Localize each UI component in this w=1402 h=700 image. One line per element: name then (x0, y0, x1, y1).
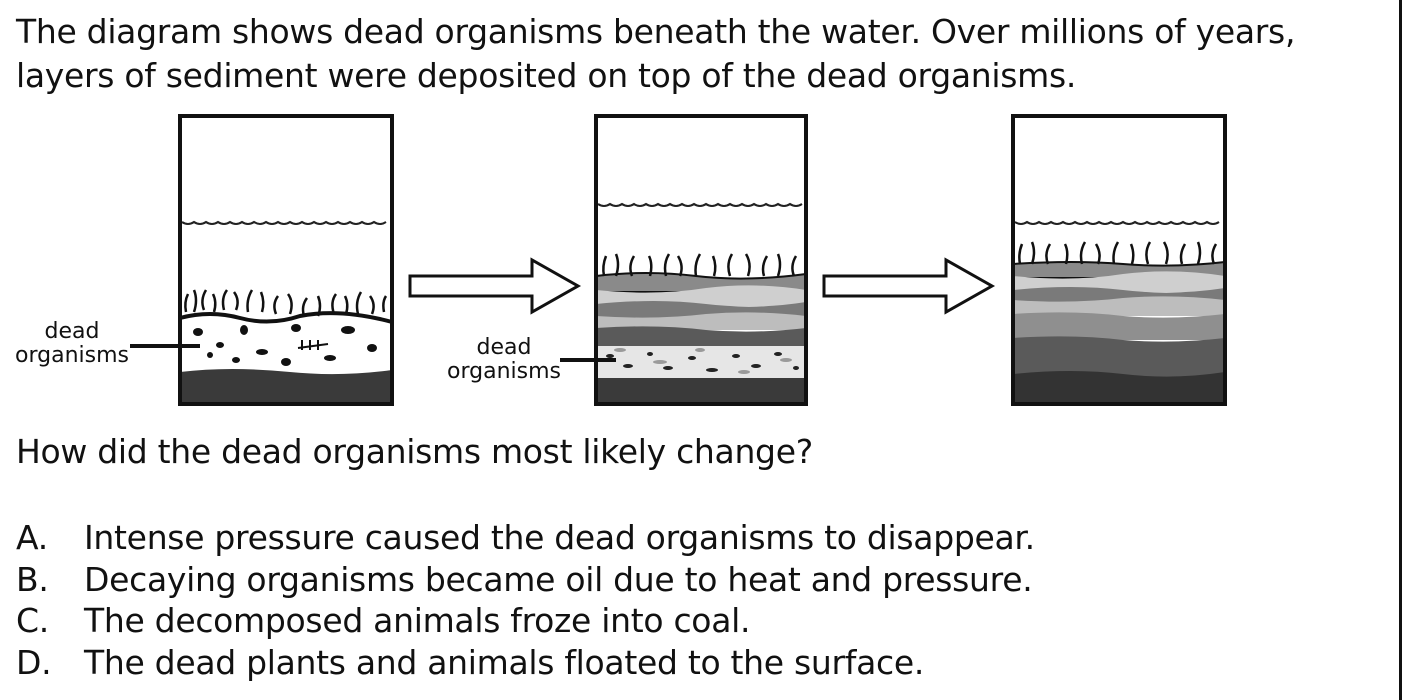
choice-text: The dead plants and animals floated to t… (84, 643, 925, 682)
arrow-2 (822, 257, 996, 315)
water-surface (181, 220, 387, 225)
answer-choice-c[interactable]: C. The decomposed animals froze into coal… (16, 601, 750, 641)
choice-letter: D. (16, 643, 52, 682)
fossil-fuel-diagram (130, 114, 1227, 406)
panel-1-organisms-underwater (178, 114, 394, 406)
water-surface (1014, 220, 1220, 225)
water-surface (597, 202, 803, 207)
label-line: dead (44, 319, 100, 344)
bottom-rock-layer (596, 378, 806, 406)
label-line: dead (476, 335, 532, 360)
answer-choice-b[interactable]: B. Decaying organisms became oil due to h… (16, 560, 1033, 600)
seaweed (184, 289, 388, 317)
answer-choice-d[interactable]: D. The dead plants and animals floated to… (16, 643, 924, 683)
label-line: organisms (15, 343, 129, 368)
seaweed (602, 253, 798, 277)
choice-text: The decomposed animals froze into coal. (84, 601, 751, 640)
choice-letter: A. (16, 518, 48, 557)
panel-2-sediment-layers (594, 114, 808, 406)
answer-choice-a[interactable]: A. Intense pressure caused the dead organ… (16, 518, 1035, 558)
organism-fragments (193, 324, 377, 366)
choice-letter: B. (16, 560, 49, 599)
intro-text-line-1: The diagram shows dead organisms beneath… (16, 12, 1296, 51)
intro-text-line-2: layers of sediment were deposited on top… (16, 56, 1077, 95)
label-line: organisms (447, 359, 561, 384)
panel-3-compressed-layers (1011, 114, 1227, 406)
question-text: How did the dead organisms most likely c… (16, 432, 813, 471)
page-border (1399, 0, 1402, 700)
bottom-rock-layer (1013, 371, 1225, 406)
choice-text: Intense pressure caused the dead organis… (84, 518, 1035, 557)
choice-text: Decaying organisms became oil due to hea… (84, 560, 1033, 599)
choice-letter: C. (16, 601, 49, 640)
arrow-1 (408, 257, 582, 315)
panel-2-dead-organisms-label: dead organisms (436, 336, 572, 384)
panel-1-dead-organisms-label: dead organisms (8, 320, 136, 368)
seaweed (1018, 241, 1218, 265)
bottom-rock-layer (180, 369, 392, 406)
organism-layer (178, 311, 394, 382)
